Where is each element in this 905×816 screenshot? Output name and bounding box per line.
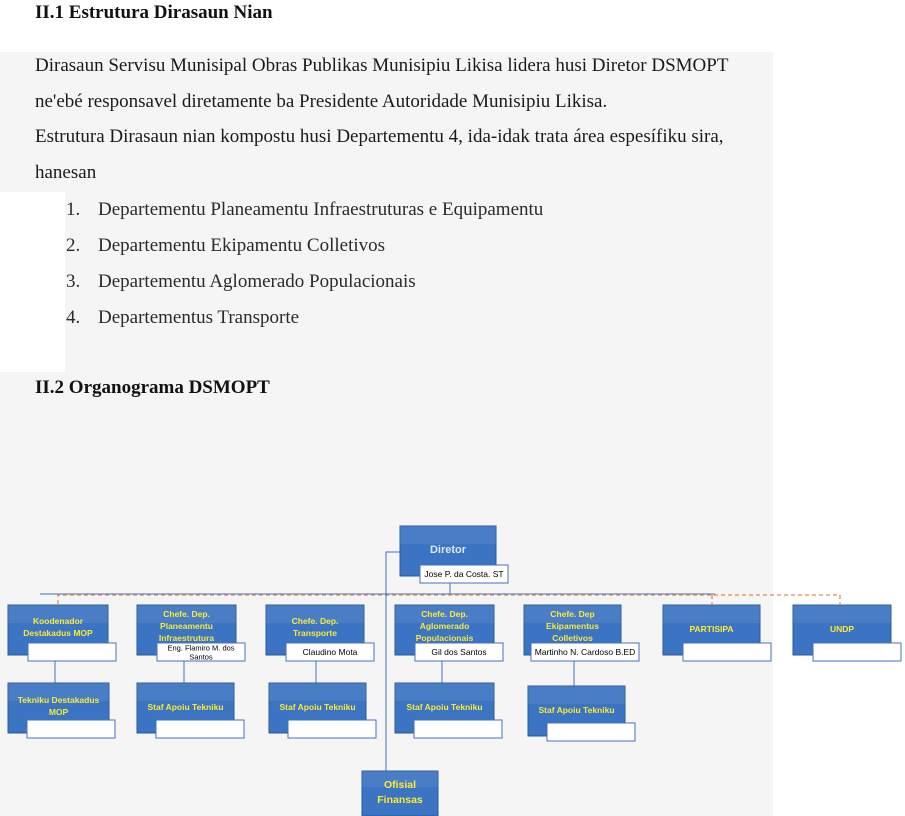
staff-box-gloss	[8, 683, 109, 701]
staff-name	[546, 722, 636, 742]
department-head-label: Populacionais	[416, 633, 474, 643]
department-head-label: Transporte	[293, 628, 337, 638]
finance-box	[361, 770, 439, 816]
department-head-label: UNDP	[830, 624, 854, 634]
staff-box-gloss	[137, 683, 234, 701]
department-head-box-gloss	[524, 605, 621, 623]
list-label: Departementu Ekipamentu Colletivos	[98, 235, 386, 256]
department-head-name	[812, 642, 902, 662]
department-head-name	[530, 642, 640, 662]
department-head-box-gloss	[137, 605, 236, 623]
department-head-label: PARTISIPA	[689, 624, 733, 634]
list-label: Departementu Planeamentu Infraestruturas…	[98, 199, 544, 220]
department-head-label: Chefe. Dep.	[163, 609, 210, 619]
finance-box-gloss	[362, 771, 438, 787]
department-head-label: Colletivos	[552, 633, 593, 643]
list-number: 3.	[66, 271, 81, 292]
staff-name	[26, 719, 116, 739]
content-shade-lower	[65, 192, 773, 372]
department-head-label: Destakadus MOP	[23, 628, 93, 638]
department-head-box-gloss	[8, 605, 108, 623]
department-head-label: Planeamentu	[160, 621, 213, 631]
department-head-box-gloss	[793, 605, 891, 623]
paragraph-line: hanesan	[35, 161, 97, 183]
finance-label: Ofisial	[384, 779, 416, 791]
staff-label: Staf Apoiu Tekniku	[147, 702, 223, 712]
department-head-label: Ekipamentus	[546, 621, 599, 631]
finance-label: Finansas	[377, 794, 423, 806]
list-label: Departementus Transporte	[98, 307, 300, 328]
staff-box-gloss	[269, 683, 366, 701]
list-number: 2.	[66, 235, 81, 256]
director-name	[419, 564, 509, 584]
staff-name	[155, 719, 245, 739]
department-head-label: Koodenador	[33, 616, 84, 626]
list-item: 3. Departementu Aglomerado Populacionais	[62, 264, 543, 300]
department-head-name-text: Claudino Mota	[303, 647, 358, 657]
paragraph-line: Estrutura Dirasaun nian kompostu husi De…	[35, 126, 724, 147]
section-heading-organogram: II.2 Organograma DSMOPT	[35, 377, 270, 398]
list-item: 1. Departementu Planeamentu Infraestrutur…	[62, 192, 543, 228]
department-head-box-gloss	[266, 605, 364, 623]
department-head-name	[27, 642, 117, 662]
department-head-name	[156, 642, 246, 662]
director-box-gloss	[400, 526, 496, 544]
department-head-name-text: Eng. Flamiro M. dos	[167, 644, 234, 653]
staff-name	[287, 719, 377, 739]
department-head-label: Chefe. Dep.	[292, 616, 339, 626]
section-heading-structure: II.1 Estrutura Dirasaun Nian	[35, 2, 273, 23]
department-head-label: Aglomerado	[420, 621, 470, 631]
paragraph-line: Dirasaun Servisu Munisipal Obras Publika…	[35, 55, 729, 76]
director-name-text: Jose P. da Costa. ST	[424, 569, 503, 579]
staff-label: Staf Apoiu Tekniku	[538, 705, 614, 715]
department-head-box-gloss	[395, 605, 494, 623]
department-head-name	[285, 642, 375, 662]
department-list: 1. Departementu Planeamentu Infraestrutur…	[62, 192, 543, 336]
department-head-name-text: Martinho N. Cardoso B.ED	[535, 647, 636, 657]
list-number: 4.	[66, 307, 81, 328]
staff-name	[413, 719, 503, 739]
department-head-label: Infraestrutura	[159, 633, 215, 643]
paragraph-line: ne'ebé responsavel diretamente ba Presid…	[35, 90, 608, 112]
list-item: 4. Departementus Transporte	[62, 300, 543, 336]
department-head-label: Chefe. Dep	[550, 609, 594, 619]
department-head-box-gloss	[663, 605, 760, 623]
list-label: Departementu Aglomerado Populacionais	[98, 271, 416, 292]
department-head-label: Chefe. Dep.	[421, 609, 468, 619]
department-head-name-text: Gil dos Santos	[431, 647, 486, 657]
content-shade	[0, 52, 773, 192]
staff-box-gloss	[528, 686, 625, 704]
list-item: 2. Departementu Ekipamentu Colletivos	[62, 228, 543, 264]
dashed-connector	[57, 594, 841, 604]
department-head-name	[414, 642, 504, 662]
department-head-name-text: Santos	[189, 653, 213, 662]
staff-label: Staf Apoiu Tekniku	[279, 702, 355, 712]
list-number: 1.	[66, 199, 81, 220]
staff-label: Staf Apoiu Tekniku	[406, 702, 482, 712]
staff-label: Tekniku Destakadus	[18, 695, 100, 705]
staff-box-gloss	[395, 683, 494, 701]
director-title: Diretor	[430, 544, 467, 556]
staff-label: MOP	[49, 707, 69, 717]
structure-paragraph: Dirasaun Servisu Munisipal Obras Publika…	[35, 48, 815, 190]
department-head-name	[682, 642, 772, 662]
